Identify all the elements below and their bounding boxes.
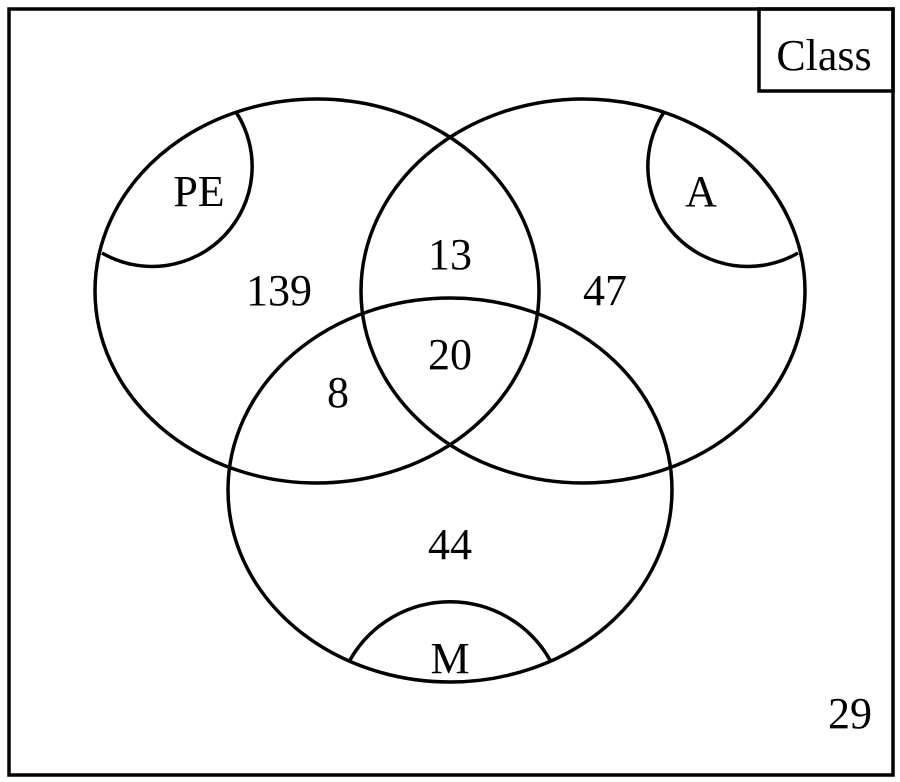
set-m-label-arc — [348, 600, 552, 661]
set-pe-circle — [93, 97, 541, 485]
outside-count: 29 — [828, 689, 872, 738]
set-pe-label: PE — [173, 167, 224, 216]
set-pe-label-arc — [101, 111, 254, 269]
region-pe-a-m-count: 20 — [428, 330, 472, 379]
region-m-only-count: 44 — [428, 520, 472, 569]
set-a-label: A — [685, 167, 717, 216]
set-m-label: M — [430, 634, 469, 683]
universe-label: Class — [776, 31, 871, 80]
universe-label-box — [757, 7, 895, 93]
region-pe-only-count: 139 — [246, 266, 312, 315]
set-a-circle — [359, 97, 807, 485]
region-pe-m-count: 8 — [327, 368, 349, 417]
region-a-only-count: 47 — [583, 266, 627, 315]
universe-box — [7, 7, 895, 777]
region-pe-a-count: 13 — [428, 230, 472, 279]
set-a-label-arc — [646, 111, 799, 269]
set-m-circle — [226, 296, 674, 684]
